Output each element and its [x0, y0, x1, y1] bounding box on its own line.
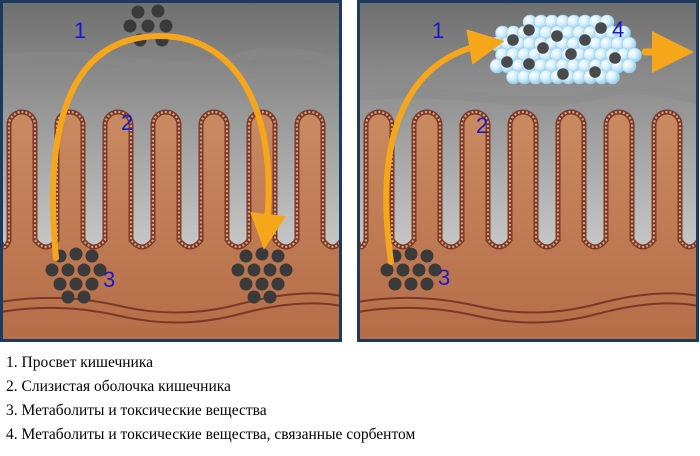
- bound-metabolite-particle: [565, 48, 577, 60]
- metabolite-particle: [420, 277, 434, 291]
- legend: 1. Просвет кишечника 2. Слизистая оболоч…: [6, 351, 696, 447]
- sorbent-bead: [605, 69, 620, 85]
- particle-group: [45, 4, 293, 304]
- diagram-panel-after: 1 2 3 4: [357, 0, 699, 342]
- label-bound: 4: [612, 17, 624, 42]
- mucosa-tissue: [357, 109, 699, 342]
- muscle-line: [0, 302, 342, 324]
- metabolite-particle: [45, 263, 59, 277]
- metabolite-particle: [271, 249, 285, 263]
- haze-band: [0, 47, 342, 72]
- metabolite-particle: [396, 263, 410, 277]
- metabolite-particle: [420, 249, 434, 263]
- bound-metabolite-particle: [609, 52, 621, 64]
- bound-metabolite-particle: [523, 58, 535, 70]
- metabolite-particle: [131, 5, 145, 19]
- transport-arrow: [50, 32, 286, 261]
- diagram-panel-before: 1 2 3: [0, 0, 342, 342]
- metabolite-particle: [85, 277, 99, 291]
- label-mucosa: 2: [121, 110, 133, 135]
- bound-metabolite-particle: [595, 22, 607, 34]
- label-lumen: 1: [432, 18, 444, 43]
- metabolite-particle: [428, 263, 442, 277]
- muscle-line: [357, 302, 699, 324]
- villi-cells: [357, 110, 699, 249]
- bound-metabolite-particle: [523, 24, 535, 36]
- metabolite-particle: [412, 263, 426, 277]
- metabolite-particle: [61, 263, 75, 277]
- metabolite-particle: [263, 263, 277, 277]
- metabolite-particle: [404, 277, 418, 291]
- transport-arrow: [383, 29, 505, 265]
- haze-band: [357, 84, 699, 107]
- metabolite-particle: [159, 19, 173, 33]
- label-metabolites: 3: [103, 267, 115, 292]
- intestine-before-svg: 1 2 3: [0, 0, 342, 342]
- metabolite-particle: [231, 263, 245, 277]
- label-mucosa: 2: [476, 113, 488, 138]
- metabolite-particle: [271, 277, 285, 291]
- metabolite-particle: [247, 263, 261, 277]
- legend-item-metabolites: 3. Метаболиты и токсические вещества: [6, 402, 267, 419]
- metabolite-particle: [77, 290, 91, 304]
- metabolite-particle: [388, 277, 402, 291]
- metabolite-particle: [380, 263, 394, 277]
- metabolite-particle: [404, 247, 418, 261]
- label-lumen: 1: [74, 18, 86, 43]
- metabolite-particle: [255, 247, 269, 261]
- legend-item-lumen: 1. Просвет кишечника: [6, 354, 154, 371]
- arrow-group: [50, 32, 286, 261]
- legend-item-bound: 4. Метаболиты и токсические вещества, св…: [6, 426, 416, 443]
- bound-metabolite-particle: [537, 42, 549, 54]
- metabolite-particle: [69, 277, 83, 291]
- muscle-line: [357, 292, 699, 314]
- metabolite-particle: [279, 263, 293, 277]
- bound-metabolite-particle: [551, 30, 563, 42]
- metabolite-particle: [93, 263, 107, 277]
- metabolite-particle: [151, 4, 165, 18]
- arrow-group: [383, 29, 694, 265]
- metabolite-particle: [141, 19, 155, 33]
- particle-group: [380, 22, 621, 291]
- metabolite-particle: [263, 290, 277, 304]
- metabolite-particle: [77, 263, 91, 277]
- bound-metabolite-particle: [557, 68, 569, 80]
- label-metabolites: 3: [438, 265, 450, 290]
- villi-tissue: [357, 112, 699, 342]
- metabolite-particle: [123, 19, 137, 33]
- intestine-after-svg: 1 2 3 4: [357, 0, 699, 342]
- metabolite-particle: [69, 247, 83, 261]
- villi-cells: [0, 110, 342, 249]
- bound-metabolite-particle: [507, 34, 519, 46]
- bound-metabolite-particle: [579, 34, 591, 46]
- legend-item-mucosa: 2. Слизистая оболочка кишечника: [6, 378, 231, 395]
- metabolite-particle: [53, 277, 67, 291]
- bound-metabolite-particle: [501, 56, 513, 68]
- metabolite-particle: [255, 277, 269, 291]
- sorbent-bead: [621, 58, 637, 74]
- bound-metabolite-particle: [589, 66, 601, 78]
- muscle-line: [0, 292, 342, 314]
- metabolite-particle: [239, 277, 253, 291]
- panel-frame: [0, 0, 342, 342]
- metabolite-particle: [239, 249, 253, 263]
- metabolite-particle: [85, 249, 99, 263]
- metabolite-particle: [247, 290, 261, 304]
- panel-frame: [357, 0, 699, 342]
- metabolite-particle: [61, 290, 75, 304]
